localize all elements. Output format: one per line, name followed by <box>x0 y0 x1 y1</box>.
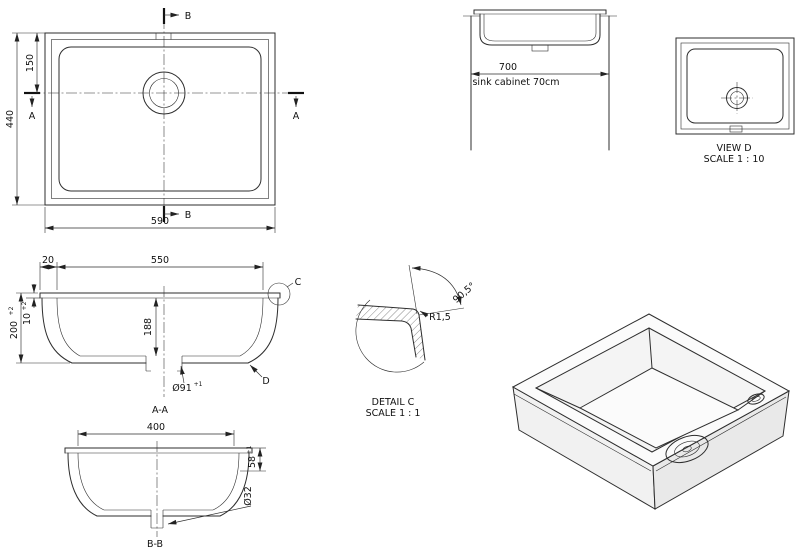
dim-aa-drain-tol: +1 <box>194 381 203 388</box>
section-label-b-top: B <box>185 11 192 22</box>
plan-view: B B A A 440 150 590 <box>5 8 304 233</box>
section-label-a-right: A <box>293 111 300 122</box>
dim-bb-depth-tol: +1 <box>246 445 253 454</box>
dim-plan-drain-offset: 150 <box>25 54 36 72</box>
view-d: VIEW D SCALE 1 : 10 <box>675 37 795 165</box>
detail-c: 90,5° R1,5 DETAIL C SCALE 1 : 1 <box>355 264 478 419</box>
dim-aa-height: 200 <box>9 321 20 339</box>
dim-aa-opening: 550 <box>151 255 169 266</box>
view-d-title: VIEW D <box>716 143 751 154</box>
label-d: D <box>262 376 269 387</box>
section-aa: 550 20 200 +2 10 +2 188 Ø91 +1 C D A-A <box>8 255 302 416</box>
dim-bb-depth: 58 <box>247 456 258 468</box>
dim-aa-height-tol: +2 <box>8 306 15 315</box>
dim-cabinet-width: 700 <box>499 62 517 73</box>
detail-c-hatch <box>356 305 425 360</box>
section-bb: 400 58 +1 Ø32 B-B <box>64 422 266 550</box>
dim-plan-width: 590 <box>151 216 169 227</box>
dim-aa-depth: 188 <box>143 318 154 336</box>
view-d-scale: SCALE 1 : 10 <box>704 154 765 165</box>
section-label-b-bottom: B <box>185 210 192 221</box>
dim-aa-drain: Ø91 <box>172 383 192 394</box>
dim-bb-drain: Ø32 <box>243 486 254 506</box>
overflow-hole <box>747 393 765 405</box>
detail-c-callout-label: C <box>295 277 302 288</box>
detail-c-title: DETAIL C <box>372 397 415 408</box>
drain-isometric <box>665 434 709 464</box>
drain-view-d <box>726 87 748 109</box>
dim-bb-width: 400 <box>147 422 165 433</box>
section-label-a-left: A <box>29 111 36 122</box>
dim-plan-height: 440 <box>5 110 16 128</box>
dim-aa-rim-tol: +2 <box>21 301 28 310</box>
drain-plan <box>142 71 186 115</box>
dim-aa-rim: 10 <box>22 313 33 325</box>
dim-detail-radius: R1,5 <box>429 312 451 323</box>
front-view: 700 sink cabinet 70cm <box>463 9 617 151</box>
dim-aa-flange: 20 <box>42 255 54 266</box>
drain-stub-front <box>531 44 549 52</box>
isometric-view <box>511 313 791 510</box>
section-aa-title: A-A <box>152 405 169 416</box>
section-bb-title: B-B <box>147 539 163 550</box>
dim-detail-angle: 90,5° <box>451 281 478 306</box>
detail-c-scale: SCALE 1 : 1 <box>366 408 421 419</box>
cabinet-caption: sink cabinet 70cm <box>472 77 559 88</box>
